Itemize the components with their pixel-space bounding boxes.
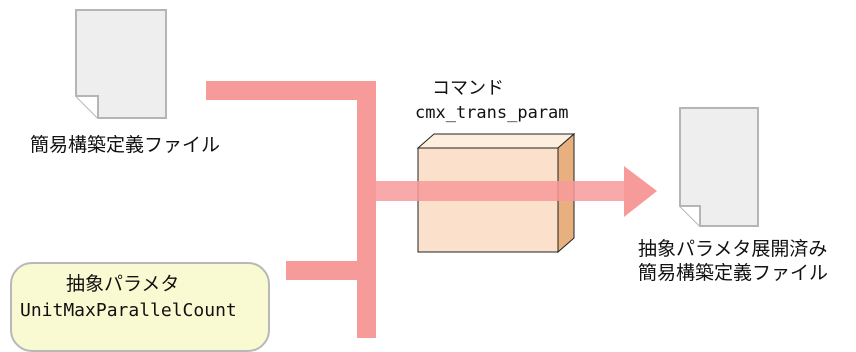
diagram-canvas xyxy=(75,9,759,338)
command-name: cmx_trans_param xyxy=(415,103,569,123)
input-file-label: 簡易構築定義ファイル xyxy=(30,134,221,156)
abstract-param-name: UnitMaxParallelCount xyxy=(20,300,237,321)
abstract-param-title: 抽象パラメタ xyxy=(66,273,180,295)
output-document-icon xyxy=(679,107,759,227)
abstract-param-box xyxy=(10,262,270,352)
output-file-label-line1: 抽象パラメタ展開済み xyxy=(638,238,828,260)
output-file-label-line2: 簡易構築定義ファイル xyxy=(638,262,829,284)
command-title: コマンド xyxy=(432,78,504,99)
input-document-icon xyxy=(75,9,167,119)
output-file-label: 抽象パラメタ展開済み 簡易構築定義ファイル xyxy=(638,237,828,285)
flow-arrow xyxy=(376,166,657,217)
merge-flow-lines xyxy=(206,81,376,338)
